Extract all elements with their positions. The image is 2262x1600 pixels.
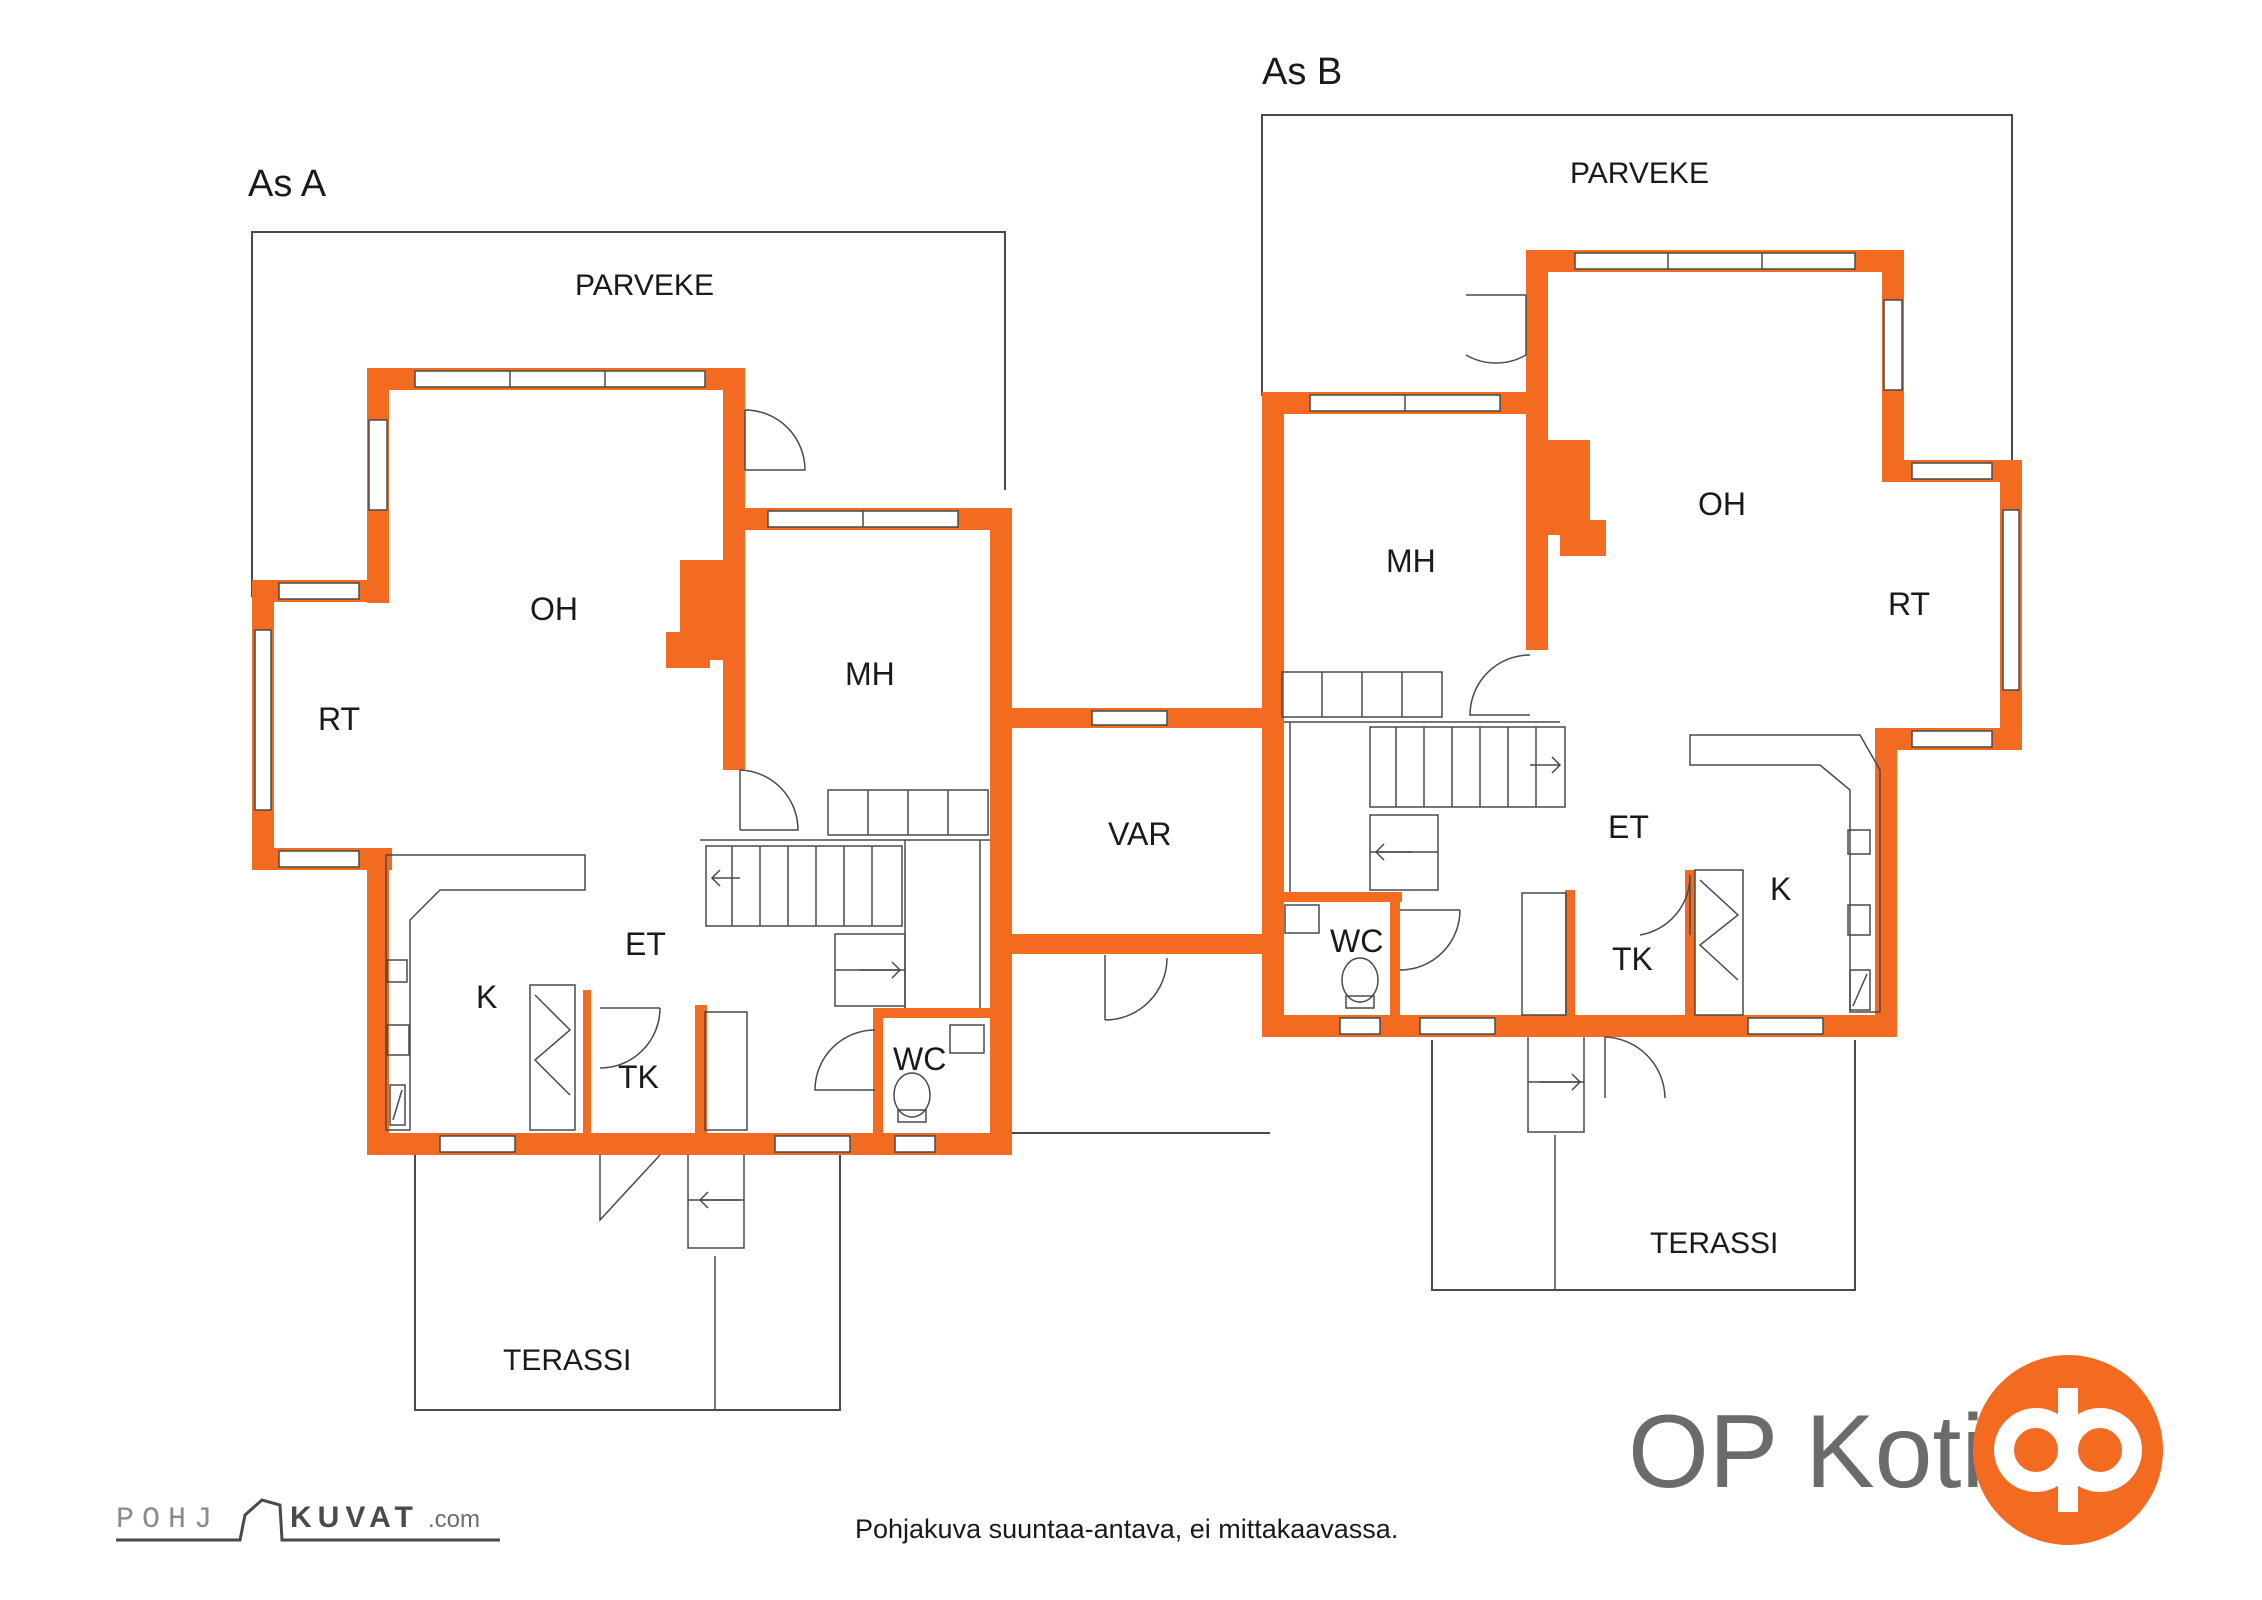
disclaimer-note: Pohjakuva suuntaa-antava, ei mittakaavas… bbox=[855, 1514, 1398, 1544]
stairs-a bbox=[700, 789, 990, 1008]
doors-b bbox=[1399, 294, 1691, 1099]
apartment-a bbox=[251, 231, 1012, 1411]
wc-fixtures-a bbox=[893, 1024, 985, 1123]
apartment-b-label: As B bbox=[1262, 51, 1342, 93]
balcony-outline-b bbox=[1261, 114, 2013, 470]
room-label-rt-b: RT bbox=[1888, 586, 1930, 622]
balcony-outline-a bbox=[251, 231, 1006, 597]
pohjakuvat-watermark: POHJ KUVAT .com bbox=[116, 1498, 500, 1542]
terrace-outline-a bbox=[414, 1145, 841, 1411]
room-label-et-b: ET bbox=[1608, 809, 1649, 845]
apartment-b bbox=[1261, 114, 2022, 1291]
watermark-suffix-text: .com bbox=[428, 1506, 480, 1533]
room-label-k-a: K bbox=[476, 979, 497, 1015]
apartment-a-label: As A bbox=[248, 163, 327, 205]
room-label-et-a: ET bbox=[625, 926, 666, 962]
kitchen-b bbox=[1521, 734, 1881, 1016]
windows-a bbox=[254, 370, 959, 1153]
room-label-tk-b: TK bbox=[1612, 941, 1653, 977]
watermark-left-text: POHJ bbox=[116, 1503, 220, 1537]
room-label-wc-a: WC bbox=[893, 1041, 946, 1077]
room-label-mh-b: MH bbox=[1386, 543, 1436, 579]
room-label-parveke-b: PARVEKE bbox=[1570, 157, 1709, 190]
room-label-parveke-a: PARVEKE bbox=[575, 269, 714, 302]
op-logo-icon bbox=[1973, 1355, 2163, 1545]
brand-name: OP Koti bbox=[1628, 1394, 1984, 1510]
kitchen-a bbox=[385, 854, 748, 1131]
room-label-terassi-a: TERASSI bbox=[503, 1344, 631, 1377]
room-label-oh-b: OH bbox=[1698, 486, 1746, 522]
room-label-k-b: K bbox=[1770, 871, 1791, 907]
terrace-steps-a bbox=[687, 1151, 745, 1249]
walls-b bbox=[1262, 250, 2022, 1037]
room-label-var: VAR bbox=[1108, 816, 1171, 852]
doors-a bbox=[599, 409, 876, 1222]
stairs-b bbox=[1281, 671, 1566, 892]
storage-var bbox=[990, 708, 1270, 1134]
room-label-wc-b: WC bbox=[1330, 923, 1383, 959]
windows-b bbox=[1309, 252, 2020, 1035]
room-label-rt-a: RT bbox=[318, 701, 360, 737]
room-label-mh-a: MH bbox=[845, 656, 895, 692]
walls-a bbox=[252, 368, 1012, 1155]
terrace-outline-b bbox=[1431, 1040, 1856, 1291]
wc-fixtures-b bbox=[1284, 904, 1379, 1009]
room-label-tk-a: TK bbox=[618, 1059, 659, 1095]
room-label-oh-a: OH bbox=[530, 591, 578, 627]
terrace-steps-b bbox=[1527, 1031, 1585, 1133]
watermark-underline-icon bbox=[116, 1498, 500, 1542]
watermark-right-text: KUVAT bbox=[290, 1501, 419, 1534]
room-label-terassi-b: TERASSI bbox=[1650, 1227, 1778, 1260]
